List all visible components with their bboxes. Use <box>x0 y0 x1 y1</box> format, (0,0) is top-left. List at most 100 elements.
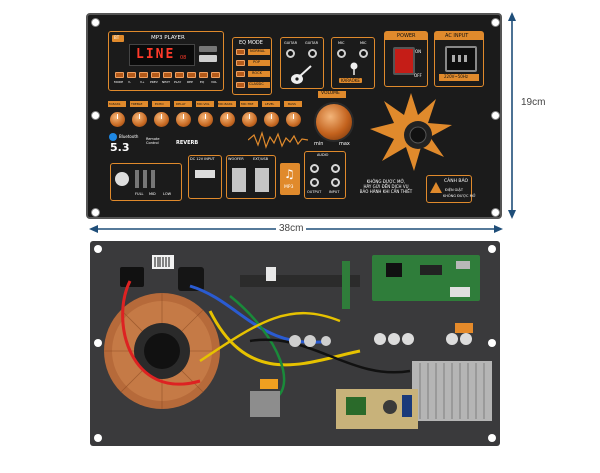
mp3-button[interactable] <box>175 72 184 78</box>
volume-title-bar: VOLUME <box>318 91 346 98</box>
knob-bass[interactable] <box>286 112 301 127</box>
mp3-button-row: MODE V- V+ PREV NEXT PLAY REP EQ VOL <box>114 70 221 88</box>
mic-label: MIC <box>360 41 367 45</box>
selector-slider-1[interactable] <box>135 170 139 188</box>
volume-knob[interactable] <box>314 102 354 142</box>
knob-label: MIC.TRE <box>240 101 258 107</box>
eq-button-normal[interactable] <box>236 49 245 55</box>
knob-delay[interactable] <box>176 112 191 127</box>
guitar-jack-2[interactable] <box>308 49 317 58</box>
rca-out-l[interactable] <box>310 164 319 173</box>
speaker-terminal-2[interactable] <box>255 168 269 192</box>
bluetooth-label: Bluetooth <box>119 134 139 139</box>
guitar-jack-1[interactable] <box>286 49 295 58</box>
mp3-player-module: BT MP3 PLAYER LINE 08 MODE V- V+ PREV NE… <box>108 31 224 91</box>
dc-terminal[interactable] <box>195 170 215 178</box>
mp3-title: MP3 PLAYER <box>151 35 185 41</box>
eq-option-label: CLASSIC <box>248 82 270 88</box>
display-text: LINE <box>136 47 176 62</box>
microphone-icon <box>350 62 358 75</box>
guitar-icon <box>291 65 312 84</box>
rca-in-r[interactable] <box>331 178 340 187</box>
usb-port[interactable] <box>199 55 217 62</box>
mount-hole <box>491 18 500 27</box>
low-label: LOW <box>163 192 172 196</box>
guitar-label: GUITAR <box>284 41 297 45</box>
knob-mic-bass[interactable] <box>220 112 235 127</box>
dc-input-module: DC 12V INPUT <box>188 155 222 199</box>
mount-hole <box>91 208 100 217</box>
knob-mic-vol[interactable] <box>198 112 213 127</box>
warning-text: KHÔNG ĐƯỢC MỞ, HÃY GỬI ĐẾN DỊCH VỤ BẢO H… <box>359 179 413 194</box>
knob-label: MIC.BASS <box>218 101 236 107</box>
dc-input-label: DC 12V INPUT <box>190 157 215 161</box>
mount-hole <box>91 18 100 27</box>
ac-socket[interactable] <box>445 46 477 72</box>
power-title-bar: POWER <box>385 32 427 40</box>
display-sub: 08 <box>180 55 187 61</box>
back-panel-illustration <box>94 245 496 442</box>
karaoke-module: MIC MIC KARAOKE <box>331 37 375 89</box>
knob-treble[interactable] <box>132 112 147 127</box>
mp3-button[interactable] <box>139 72 148 78</box>
eq-option-label: POP <box>248 60 270 66</box>
knob-m-bass[interactable] <box>110 112 125 127</box>
height-label: 19cm <box>521 97 546 108</box>
mid-label: MID <box>149 192 156 196</box>
mp3-button[interactable] <box>187 72 196 78</box>
knob-label: TREBLE <box>130 101 148 107</box>
knob-mic-tre[interactable] <box>242 112 257 127</box>
ext-label: EXT/USB <box>253 157 269 161</box>
mp3-button[interactable] <box>163 72 172 78</box>
knob-labels-row: M.BASS TREBLE ECHO DELAY MIC.VOL MIC.BAS… <box>108 101 308 107</box>
eq-button-classic[interactable] <box>236 82 245 88</box>
knob-label: M.BASS <box>108 101 126 107</box>
sd-slot[interactable] <box>199 46 217 52</box>
mic-jack-2[interactable] <box>359 49 368 58</box>
selector-slider-3[interactable] <box>151 170 155 188</box>
audio-label: AUDIO <box>317 153 329 157</box>
volume-max-label: max <box>339 141 350 147</box>
mp3-btn-label: V- <box>128 80 131 84</box>
rca-out-r[interactable] <box>310 178 319 187</box>
mp3-btn-label: REP <box>187 80 193 84</box>
caution-module: CẢNH BÁO ĐIỆN GIẬT KHÔNG ĐƯỢC MỞ <box>426 175 476 203</box>
mp3-btn-label: PREV <box>150 80 158 84</box>
mount-hole <box>91 111 100 120</box>
mp3-button[interactable] <box>199 72 208 78</box>
knob-level[interactable] <box>264 112 279 127</box>
mp3-button[interactable] <box>151 72 160 78</box>
knob-echo[interactable] <box>154 112 169 127</box>
ac-input-module: AC INPUT 220V~50Hz <box>434 31 484 87</box>
power-module: POWER ON OFF <box>384 31 428 87</box>
speaker-terminal-1[interactable] <box>232 168 246 192</box>
mp3-btn-label: V+ <box>140 80 145 84</box>
selector-slider-2[interactable] <box>143 170 147 188</box>
caution-line: ĐIỆN GIẬT <box>445 188 463 192</box>
ac-title-bar: AC INPUT <box>435 32 483 40</box>
karaoke-logo: KARAOKE <box>339 78 362 83</box>
knob-label: BASS <box>284 101 302 107</box>
eq-button-pop[interactable] <box>236 60 245 66</box>
mp3-button[interactable] <box>211 72 220 78</box>
power-on-label: ON <box>415 49 422 54</box>
eq-option-label: NORMAL <box>248 49 270 55</box>
guitar-module: GUITAR GUITAR <box>280 37 324 89</box>
warning-triangle-icon <box>430 182 442 193</box>
rca-in-l[interactable] <box>331 164 340 173</box>
mp3-button[interactable] <box>127 72 136 78</box>
eq-mode-module: EQ MODE NORMAL POP ROCK CLASSIC <box>232 37 272 95</box>
splash-logo <box>370 93 452 171</box>
eq-button-rock[interactable] <box>236 71 245 77</box>
ac-spec-bar: 220V~50Hz <box>439 74 479 81</box>
mic-jack-1[interactable] <box>337 49 346 58</box>
full-label: FULL <box>135 192 144 196</box>
mp3-button[interactable] <box>115 72 124 78</box>
power-switch[interactable] <box>393 47 415 75</box>
knob-label: MIC.VOL <box>196 101 214 107</box>
eq-option-label: ROCK <box>248 71 270 77</box>
woofer-label: WOOFER <box>228 157 244 161</box>
output-select-module: FULL MID LOW <box>110 163 182 201</box>
mount-hole <box>491 208 500 217</box>
mp3-tile: ♫ MP3 <box>280 163 300 195</box>
